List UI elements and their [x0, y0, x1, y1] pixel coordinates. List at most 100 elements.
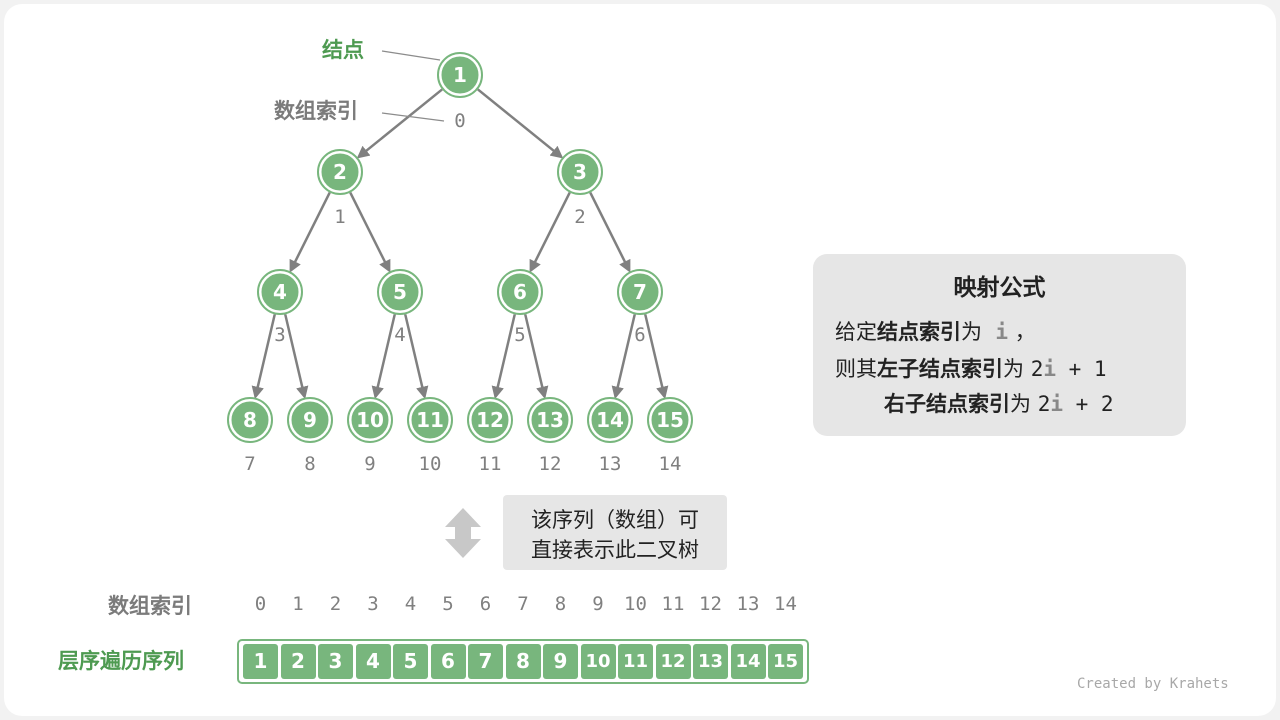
array-index: 10	[624, 593, 647, 615]
formula-text: 为	[1010, 392, 1031, 416]
tree-node: 11	[407, 397, 453, 443]
array-index: 11	[661, 593, 685, 615]
array-cell: 6	[430, 644, 466, 679]
tree-node-index: 0	[454, 110, 465, 132]
formula-var: i	[1043, 357, 1056, 381]
tree-node: 3	[557, 149, 603, 195]
tree-node-value: 11	[416, 408, 444, 432]
tree-node-value: 2	[333, 160, 347, 184]
formula-bold: 左子结点索引	[877, 357, 1003, 381]
tree-node-index: 11	[479, 453, 502, 475]
formula-code: + 1	[1056, 357, 1107, 381]
array-index-label: 数组索引	[108, 594, 192, 618]
array-index: 14	[774, 593, 797, 615]
tree-node-value: 15	[656, 408, 684, 432]
tree-node: 8	[227, 397, 273, 443]
tree-node-circle	[229, 399, 271, 441]
tree-node: 15	[647, 397, 693, 443]
tree-node-circle	[409, 399, 451, 441]
tree-node-value: 10	[356, 408, 384, 432]
tree-edge	[404, 314, 429, 400]
tree-node: 10	[347, 397, 393, 443]
tree-edge	[284, 314, 309, 400]
tree-node: 4	[257, 269, 303, 315]
tree-node: 12	[467, 397, 513, 443]
tree-node-index: 9	[364, 453, 375, 475]
array-index: 13	[736, 593, 760, 615]
tree-node-circle	[559, 151, 601, 193]
tree-edge	[529, 192, 571, 273]
array-cell: 12	[655, 644, 691, 679]
array-index: 8	[554, 593, 567, 615]
tree-node-value: 12	[476, 408, 504, 432]
tree-node-value: 5	[393, 280, 407, 304]
tree-node-index: 14	[659, 453, 682, 475]
array-index: 9	[592, 593, 604, 615]
array-index: 1	[292, 593, 304, 615]
tree-node-circle	[379, 271, 421, 313]
formula-text: 给定	[835, 320, 877, 344]
tree-node-circle	[439, 54, 481, 96]
tree-node-circle	[319, 151, 361, 193]
note-line-1: 该序列（数组）可	[531, 508, 699, 532]
array-index: 4	[404, 593, 417, 615]
formula-code: 2	[1037, 392, 1051, 416]
array-cell: 4	[355, 644, 391, 679]
node-label-leader	[381, 50, 441, 61]
tree-node-index: 1	[334, 206, 345, 228]
tree-node-index: 5	[514, 324, 525, 346]
array-index: 0	[254, 593, 267, 615]
tree-node-index: 7	[244, 453, 255, 475]
formula-var: i	[1050, 392, 1063, 416]
formula-var: i	[995, 320, 1009, 344]
tree-node-circle	[289, 399, 331, 441]
tree-edge	[356, 88, 443, 159]
tree-node-value: 14	[596, 408, 624, 432]
tree-node-index: 10	[419, 453, 442, 475]
note-box: 该序列（数组）可 直接表示此二叉树	[503, 495, 727, 570]
array-cell: 11	[618, 644, 653, 679]
array-index: 5	[442, 593, 454, 615]
tree-node: 13	[527, 397, 573, 443]
array-cell: 7	[468, 644, 503, 679]
index-label-leader	[381, 112, 445, 122]
formula-line-1: 给定结点索引为 i ，	[835, 316, 1036, 346]
formula-bold: 右子结点索引	[884, 392, 1010, 416]
tree-node-circle	[589, 399, 631, 441]
tree-node-index: 3	[274, 324, 285, 346]
tree-node-value: 7	[633, 280, 647, 304]
tree-node-value: 6	[513, 280, 527, 304]
tree-node-circle	[649, 399, 691, 441]
tree-nodes: 1021324354657687981091110121113121413151…	[227, 52, 693, 475]
formula-title: 映射公式	[953, 275, 1046, 301]
formula-line-2: 则其左子结点索引为 2i + 1	[835, 353, 1107, 383]
array-index: 7	[517, 593, 529, 615]
tree-node-circle	[349, 399, 391, 441]
array-cell: 9	[543, 644, 578, 679]
tree-node-index: 8	[304, 453, 315, 475]
tree-node-index: 2	[574, 206, 585, 228]
array-cell: 8	[505, 644, 541, 679]
tree-node-circle	[259, 271, 301, 313]
tree-node-index: 12	[539, 453, 562, 475]
array-index: 2	[329, 593, 342, 615]
tree-node: 9	[287, 397, 333, 443]
tree-node-circle	[499, 271, 541, 313]
tree-node-value: 9	[303, 408, 317, 432]
formula-code: + 2	[1063, 392, 1114, 416]
tree-node-circle	[529, 399, 571, 441]
array-index: 6	[479, 593, 492, 615]
array-cell: 15	[768, 644, 803, 679]
formula-text: 为	[961, 320, 982, 344]
array-cell: 3	[318, 644, 353, 679]
tree-edge	[644, 314, 669, 400]
formula-line-3: 右子结点索引为 2i + 2	[884, 388, 1114, 418]
tree-node-index: 6	[634, 324, 645, 346]
tree-edge	[524, 314, 549, 400]
tree-edge	[251, 314, 276, 400]
array-index-label-tree: 数组索引	[274, 99, 358, 123]
formula-text: ，	[1014, 320, 1036, 344]
array-cell: 13	[693, 644, 728, 679]
tree-node-circle	[469, 399, 511, 441]
node-label: 结点	[322, 38, 364, 62]
